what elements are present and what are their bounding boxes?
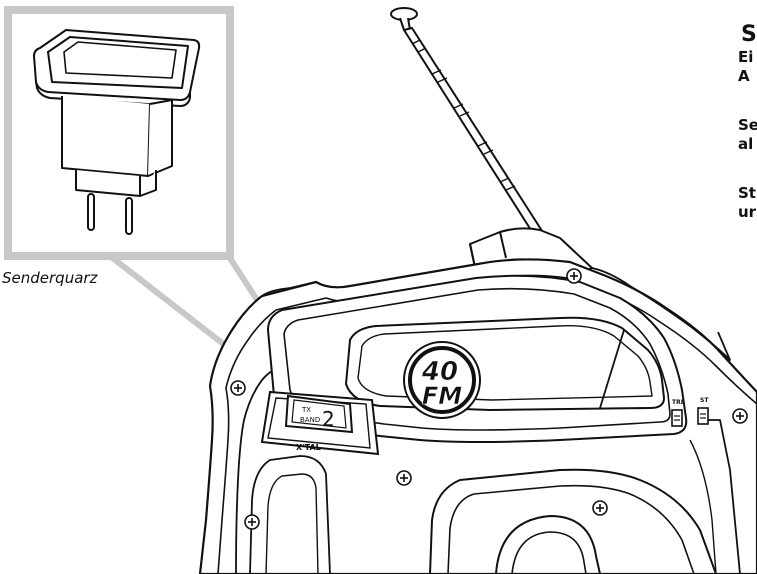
crystal-slot-tx: TX (301, 406, 311, 414)
paragraph-2-line-2: al (738, 135, 754, 153)
fm-badge-letters: FM (422, 382, 462, 410)
crystal-slot: TX BAND 2 X'TAL (260, 390, 380, 456)
paragraph-3-line-1: St (738, 184, 756, 202)
paragraph-2-line-1: Se (738, 116, 757, 134)
switch-label-right: ST (700, 397, 709, 404)
paragraph-1-line-2: A (738, 67, 750, 85)
paragraph-1: Ei A (738, 48, 753, 86)
paragraph-3-line-2: ur (738, 203, 757, 221)
antenna (390, 7, 593, 281)
fm-badge: 40 FM (403, 341, 481, 419)
screws (230, 268, 748, 530)
section-heading: S (741, 22, 757, 47)
crystal-label: Senderquarz (2, 269, 99, 287)
crystal-slot-number: 2 (322, 407, 335, 431)
switch-label-left: TRL (672, 399, 685, 406)
paragraph-2: Se al (738, 116, 757, 154)
crystal-slot-band: BAND (300, 416, 320, 424)
crystal-slot-xtal: X'TAL (296, 443, 321, 452)
crystal-drawing (33, 29, 201, 235)
paragraph-3: St ur (738, 184, 756, 222)
fm-badge-number: 40 (421, 357, 458, 387)
crystal-inset-frame (4, 6, 234, 260)
trim-switches: TRL ST (671, 397, 709, 427)
paragraph-1-line-1: Ei (738, 48, 754, 66)
